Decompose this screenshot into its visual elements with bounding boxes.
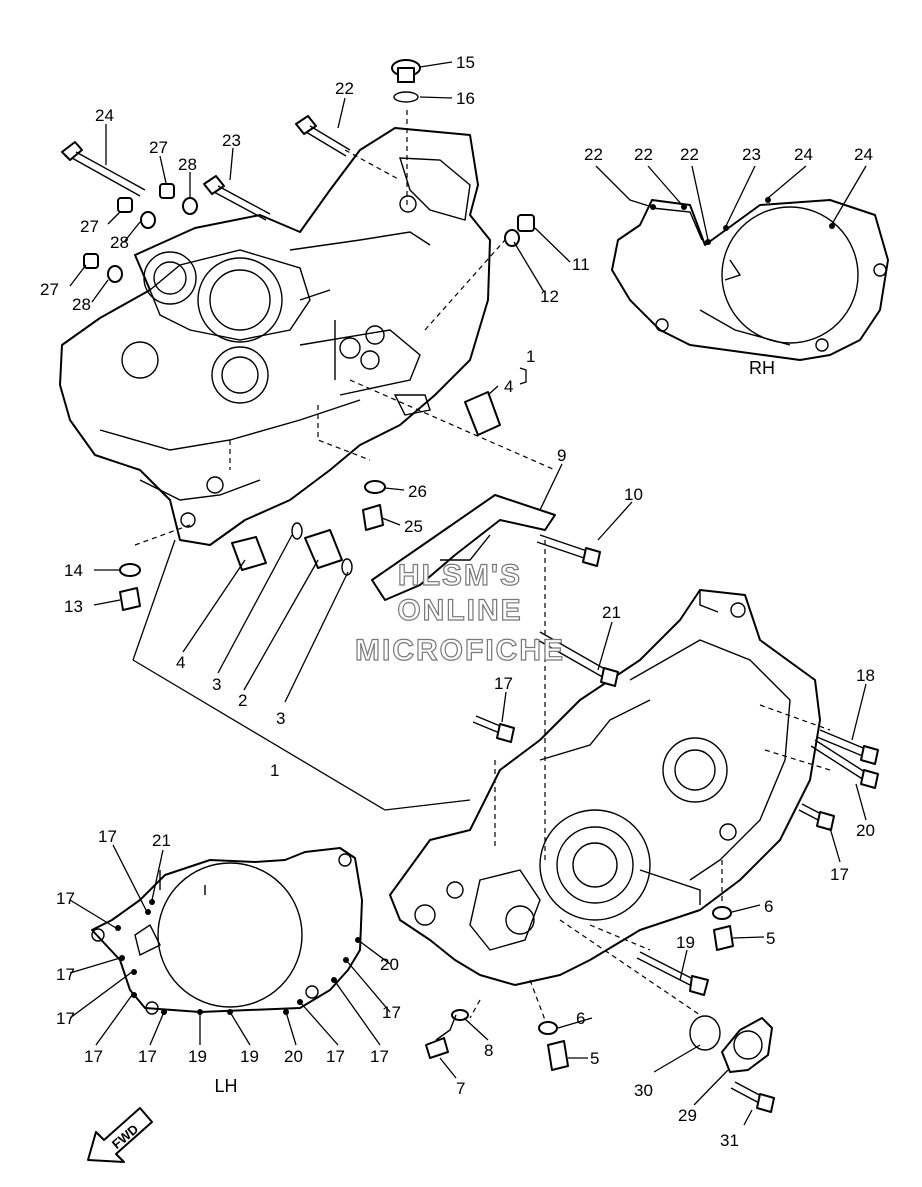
callout-label: 1	[270, 761, 279, 780]
callout-label: 22	[634, 145, 653, 164]
callout-label: 21	[602, 603, 621, 622]
callout-label: 11	[572, 255, 590, 274]
callout-label: 23	[742, 145, 761, 164]
callout-label: 22	[680, 145, 699, 164]
callout-label: 5	[766, 929, 775, 948]
callout-label: 19	[240, 1047, 259, 1066]
callout-label: 17	[56, 1009, 75, 1028]
callout-label: 3	[276, 709, 285, 728]
leader-lines	[69, 61, 867, 1126]
callout-label: 12	[540, 287, 559, 306]
callout-label: 27	[40, 280, 59, 299]
callout-label: 6	[576, 1009, 585, 1028]
callout-label: 17	[326, 1047, 345, 1066]
lh-view-label: LH	[214, 1076, 237, 1096]
callout-label: 9	[557, 446, 566, 465]
callout-label: 31	[720, 1131, 739, 1150]
callout-label: 26	[408, 482, 427, 501]
callout-label: 3	[212, 675, 221, 694]
callout-label: 20	[380, 955, 399, 974]
callout-label: 10	[624, 485, 643, 504]
callout-label: 20	[284, 1047, 303, 1066]
callout-label: 27	[149, 138, 168, 157]
small-parts-upper	[61, 59, 601, 611]
callout-label: 23	[222, 131, 241, 150]
callout-label: 30	[634, 1081, 653, 1100]
callout-label: 28	[110, 233, 129, 252]
callout-label: 29	[678, 1106, 697, 1125]
left-crankcase-half	[59, 127, 491, 546]
callout-label: 15	[456, 53, 475, 72]
callout-label: 20	[856, 821, 875, 840]
right-crankcase-half	[389, 589, 821, 986]
callout-label: 18	[856, 666, 875, 685]
callout-label: 17	[382, 1003, 401, 1022]
callout-label: 21	[152, 831, 171, 850]
callout-label: 25	[404, 517, 423, 536]
callout-label: 4	[176, 653, 185, 672]
callout-label: 17	[56, 889, 75, 908]
callout-label: 5	[590, 1049, 599, 1068]
watermark: HLSM'S ONLINE MICROFICHE	[354, 558, 565, 667]
small-parts-lower	[425, 631, 879, 1113]
callout-numbers: 15 16 22 24 23 27 28 27 28 27 28 11 12 1…	[40, 53, 875, 1150]
callout-label: 17	[494, 674, 513, 693]
callout-label: 17	[84, 1047, 103, 1066]
watermark-line-3: MICROFICHE	[355, 634, 565, 667]
watermark-line-1: HLSM'S	[398, 559, 522, 592]
callout-label: 1	[526, 347, 535, 366]
callout-label: 17	[370, 1047, 389, 1066]
callout-label: 17	[830, 865, 849, 884]
callout-label: 14	[64, 561, 83, 580]
fwd-arrow-icon: FWD	[87, 1107, 153, 1163]
callout-label: 28	[72, 295, 91, 314]
callout-label: 24	[794, 145, 813, 164]
callout-label: 6	[764, 897, 773, 916]
callout-label: 28	[178, 155, 197, 174]
callout-label: 4	[504, 377, 513, 396]
callout-label: 24	[854, 145, 873, 164]
watermark-line-2: ONLINE	[397, 594, 522, 627]
callout-label: 17	[98, 827, 117, 846]
callout-label: 16	[456, 89, 475, 108]
rh-view-label: RH	[749, 358, 775, 378]
callout-label: 17	[56, 965, 75, 984]
callout-label: 24	[95, 106, 114, 125]
callout-label: 7	[456, 1079, 465, 1098]
callout-label: 13	[64, 597, 83, 616]
callout-label: 19	[676, 933, 695, 952]
callout-label: 8	[484, 1041, 493, 1060]
callout-label: 19	[188, 1047, 207, 1066]
rh-cover-inset	[611, 197, 889, 361]
lh-cover-inset	[91, 847, 363, 1015]
callout-label: 27	[80, 217, 99, 236]
callout-label: 22	[335, 79, 354, 98]
callout-label: 22	[584, 145, 603, 164]
callout-label: 17	[138, 1047, 157, 1066]
callout-label: 2	[238, 691, 247, 710]
